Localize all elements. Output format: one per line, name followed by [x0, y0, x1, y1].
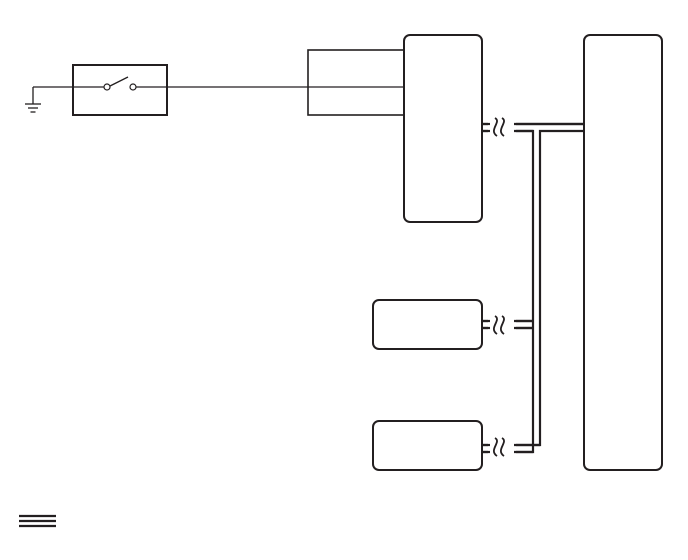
bus-lines [482, 122, 584, 454]
twist-mark-middle [488, 310, 516, 340]
twist-mark-bottom [488, 432, 516, 462]
switch-box [72, 64, 168, 116]
connector-block [307, 49, 405, 116]
ground-icon [25, 87, 41, 113]
module-bottom [372, 420, 483, 471]
legend-bus-icon [19, 514, 56, 528]
module-middle [372, 299, 483, 350]
module-top [403, 34, 483, 223]
switch-icon [103, 76, 137, 91]
module-right [583, 34, 663, 471]
bus-line-stubs [482, 122, 584, 454]
twist-mark-top [488, 112, 516, 142]
